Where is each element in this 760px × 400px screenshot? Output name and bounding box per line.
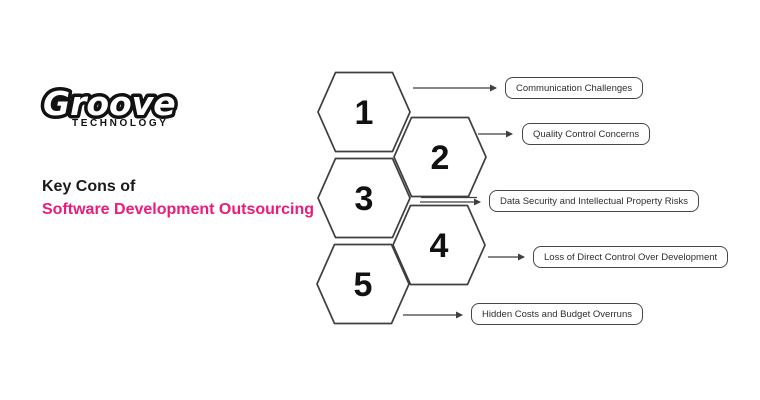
hexagon-1: [317, 71, 411, 153]
brand-subtitle: TECHNOLOGY: [72, 118, 169, 129]
title-line-2: Software Development Outsourcing: [42, 201, 315, 218]
brand-logo: Groove TECHNOLOGY: [40, 82, 200, 132]
hexagon-3: [317, 157, 411, 239]
hexagon-2: [393, 116, 487, 198]
hex-number-2: 2: [431, 139, 450, 177]
label-text: Loss of Direct Control Over Development: [544, 251, 718, 263]
hex-number-4: 4: [430, 227, 449, 265]
hex-number-5: 5: [354, 266, 373, 304]
label-box-hidden-costs: Hidden Costs and Budget Overruns: [471, 303, 643, 325]
label-text: Communication Challenges: [516, 82, 633, 94]
page-title: Key Cons of Software Development Outsour…: [42, 175, 314, 221]
label-text: Hidden Costs and Budget Overruns: [482, 308, 632, 320]
label-box-loss-of-control: Loss of Direct Control Over Development: [533, 246, 729, 268]
label-box-data-security-risks: Data Security and Intellectual Property …: [489, 190, 699, 212]
hex-number-3: 3: [355, 180, 374, 218]
title-line-1: Key Cons of: [42, 178, 136, 195]
label-box-quality-control-concerns: Quality Control Concerns: [522, 123, 651, 145]
hexagon-5: [316, 243, 410, 325]
hexagon-4: [392, 204, 486, 286]
brand-name: Groove: [43, 84, 176, 123]
hex-number-1: 1: [355, 94, 374, 132]
brand-logo-graphic: Groove: [40, 82, 179, 127]
label-text: Quality Control Concerns: [533, 128, 640, 140]
label-text: Data Security and Intellectual Property …: [500, 195, 688, 207]
label-box-communication-challenges: Communication Challenges: [505, 77, 644, 99]
